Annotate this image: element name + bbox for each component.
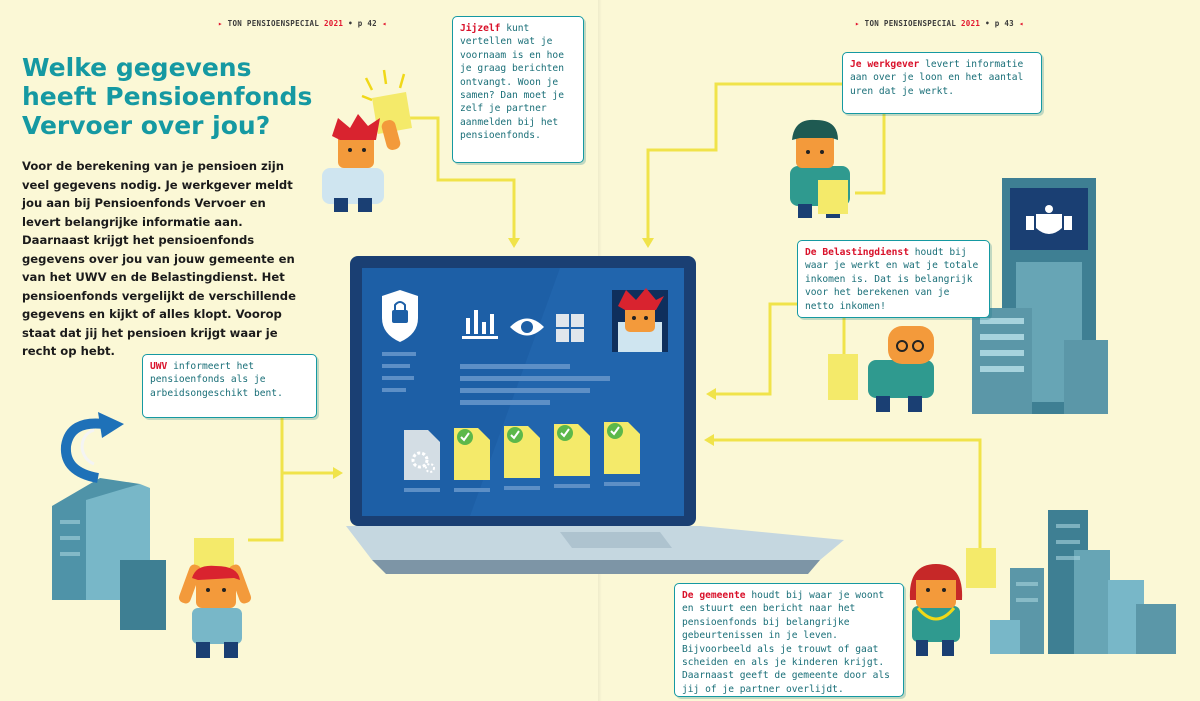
hair: [909, 564, 963, 600]
callout-werkgever: Je werkgever levert informatie aan over …: [842, 52, 1042, 114]
body: [322, 168, 384, 204]
arrowhead: [642, 238, 654, 248]
arrowhead: [706, 388, 716, 400]
folio-page: • p 43: [985, 19, 1014, 28]
character-uwv: [178, 538, 252, 658]
callout-uwv: UWV informeert het pensioenfonds als je …: [142, 354, 317, 418]
body: [868, 360, 934, 398]
sparkle-lines: [361, 69, 406, 102]
arrowhead: [508, 238, 520, 248]
eye-icon: [510, 318, 544, 336]
screen-ui: [382, 288, 668, 405]
intro-paragraph: Voor de berekening van je pensioen zijn …: [22, 159, 296, 358]
folio-magazine: TON PENSIOENSPECIAL: [864, 19, 957, 28]
folio-magazine: TON PENSIOENSPECIAL: [227, 19, 320, 28]
document-check-3: [554, 424, 590, 488]
callout-keyword: De gemeente: [682, 590, 746, 601]
laptop-base-edge: [372, 560, 820, 574]
folio-arrow-icon: ◂: [1018, 19, 1024, 28]
folio-page: • p 42: [348, 19, 377, 28]
callout-text: houdt bij waar je woont en stuurt een be…: [682, 590, 890, 695]
callout-gemeente: De gemeente houdt bij waar je woont en s…: [674, 583, 904, 697]
documents-row: [404, 422, 640, 492]
laptop-trackpad: [560, 532, 672, 548]
connector-jijzelf: [410, 116, 516, 240]
lock-body: [392, 310, 408, 323]
document-check-2: [504, 426, 540, 490]
head: [888, 326, 934, 364]
callout-text: kunt vertellen wat je voornaam is en hoe…: [460, 23, 564, 142]
bar-chart-icon: [462, 310, 498, 339]
body: [192, 608, 242, 644]
glasses-icon: [896, 340, 924, 352]
connector-werkgever: [646, 82, 886, 240]
character-jijzelf: [322, 69, 412, 212]
callout-keyword: Je werkgever: [850, 59, 920, 70]
callout-text: levert informatie aan over je loon en he…: [850, 59, 1024, 97]
callout-keyword: De Belastingdienst: [805, 247, 909, 258]
callout-belastingdienst: De Belastingdienst houdt bij waar je wer…: [797, 240, 990, 318]
avatar: [612, 288, 668, 352]
connector-arrowheads: [333, 238, 716, 479]
folio-year: 2021: [323, 19, 344, 28]
hair: [792, 119, 838, 140]
mayor-chain: [916, 607, 956, 621]
callout-keyword: UWV: [150, 361, 168, 372]
folder: [818, 180, 848, 214]
connector-uwv: [248, 416, 335, 542]
folio-left: ▸ TON PENSIOENSPECIAL 2021 • p 42 ◂: [218, 19, 387, 28]
character-gemeente: [909, 548, 996, 656]
folio-arrow-icon: ◂: [381, 19, 387, 28]
arrowhead: [333, 467, 343, 479]
uwv-logo-icon: [60, 412, 124, 483]
page-title: Welke gegevens heeft Pensioenfonds Vervo…: [22, 53, 313, 140]
folio-arrow-icon: ▸: [218, 19, 223, 28]
document-check-4: [604, 422, 640, 486]
hair: [192, 565, 240, 580]
uwv-building: [52, 412, 166, 630]
document: [966, 548, 996, 588]
raised-document: [372, 92, 412, 134]
character-belastingdienst: [828, 326, 934, 412]
document-settings: [404, 430, 440, 492]
puzzle-icon: [556, 314, 584, 342]
callout-text: informeert het pensioenfonds als je arbe…: [150, 361, 283, 399]
callout-jijzelf: Jijzelf kunt vertellen wat je voornaam i…: [452, 16, 584, 163]
government-building: [972, 178, 1108, 414]
hair: [332, 114, 380, 140]
document-check-1: [454, 428, 490, 492]
folio-arrow-icon: ▸: [855, 19, 860, 28]
connector-gemeente: [712, 438, 982, 565]
text-lines: [460, 364, 610, 405]
document: [828, 354, 858, 400]
gear-icon: [411, 451, 429, 469]
lock-shackle: [394, 301, 406, 310]
callout-keyword: Jijzelf: [460, 23, 501, 34]
city-skyline: [990, 510, 1176, 654]
royal-coat-of-arms-icon: [1026, 205, 1072, 234]
callout-text: houdt bij waar je werkt en wat je totale…: [805, 247, 979, 312]
arrowhead: [704, 434, 714, 446]
folio-year: 2021: [960, 19, 981, 28]
sidebar-lines: [382, 352, 416, 392]
folio-right: ▸ TON PENSIOENSPECIAL 2021 • p 43 ◂: [855, 19, 1024, 28]
character-werkgever: [790, 119, 850, 218]
